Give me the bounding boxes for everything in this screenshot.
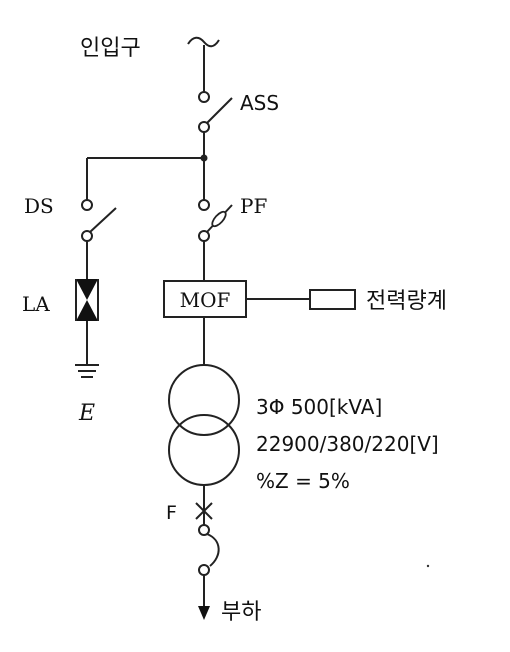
ds-switch-icon <box>81 199 117 242</box>
load-label: 부하 <box>221 600 261 625</box>
pf-label: PF <box>240 194 267 218</box>
fault-mark-icon <box>195 502 213 520</box>
impedance-label: %Z = 5% <box>256 469 350 493</box>
earth-label: E <box>78 401 95 426</box>
ground-icon <box>75 364 99 378</box>
la-label: LA <box>22 292 50 316</box>
transformer-phase-label: 3Φ 500[kVA] <box>256 395 382 419</box>
fault-point-label: F <box>166 502 177 524</box>
mof-label: MOF <box>180 288 231 312</box>
transformer-icon <box>168 364 240 486</box>
inlet-label: 인입구 <box>80 36 141 61</box>
meter-label: 전력량계 <box>366 289 447 314</box>
lv-switch-icon <box>198 524 220 576</box>
transformer-voltage-label: 22900/380/220[V] <box>256 432 439 456</box>
ds-label: DS <box>24 194 54 218</box>
pf-switch-icon <box>198 199 233 242</box>
ass-switch-icon <box>198 91 233 133</box>
ac-source-icon <box>187 36 220 48</box>
stray-dot <box>426 564 430 568</box>
ass-label: ASS <box>240 91 279 115</box>
arrow-down-icon <box>198 606 210 620</box>
lightning-arrester-icon <box>75 279 99 321</box>
meter-box <box>309 289 356 310</box>
